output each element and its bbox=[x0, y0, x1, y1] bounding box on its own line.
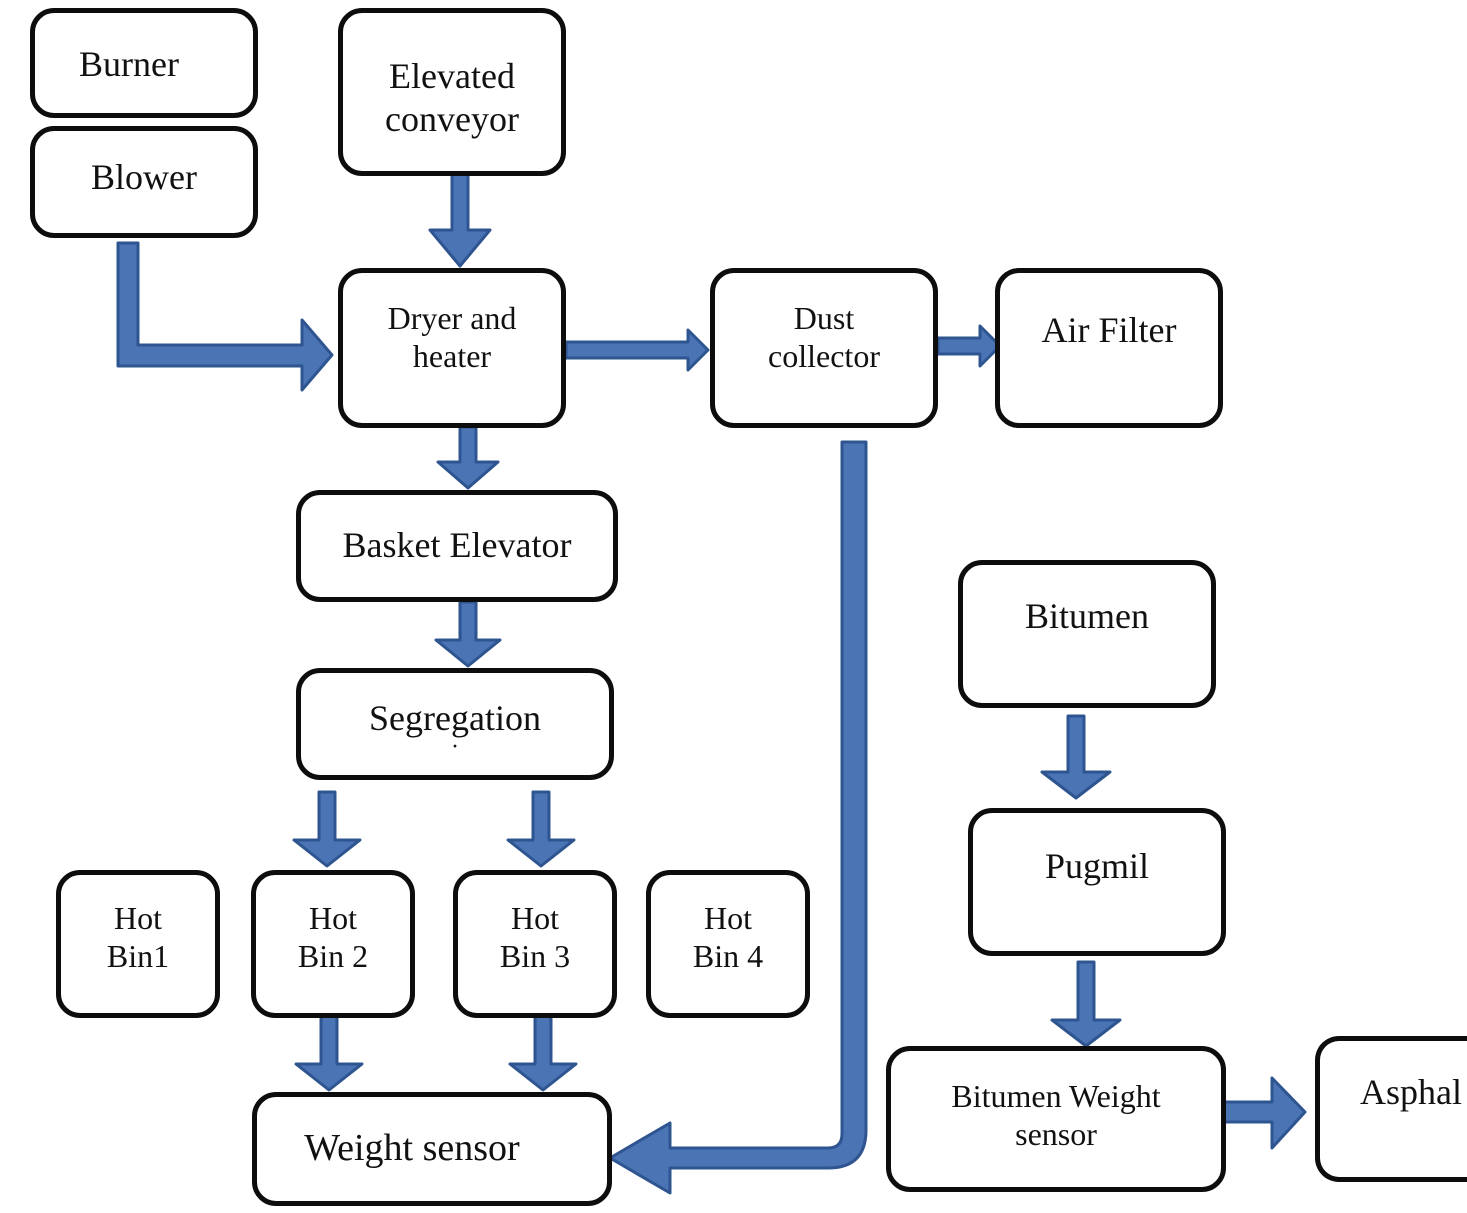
arrow-bin-3-to-weight-sensor bbox=[508, 1014, 578, 1092]
bitumen-node: Bitumen bbox=[958, 560, 1216, 708]
burner-label: Burner bbox=[79, 44, 179, 84]
dust-collector-label: Dust collector bbox=[768, 300, 880, 375]
hot-bin-4-label: Hot Bin 4 bbox=[692, 900, 764, 975]
arrow-segregation-to-bin-3 bbox=[506, 790, 576, 868]
asphalt-label: Asphal bbox=[1360, 1072, 1462, 1112]
arrow-bitumen-to-pugmil bbox=[1040, 714, 1112, 800]
blower-node: Blower bbox=[30, 126, 258, 238]
arrow-segregation-to-bin-2 bbox=[292, 790, 362, 868]
arrow-dryer-to-dust-collector bbox=[564, 328, 710, 372]
dryer-heater-node: Dryer and heater bbox=[338, 268, 566, 428]
arrow-dust-collector-to-weight-sensor bbox=[608, 440, 868, 1195]
arrow-basket-to-segregation bbox=[434, 600, 502, 668]
pugmil-node: Pugmil bbox=[968, 808, 1226, 956]
hot-bin-3-label: Hot Bin 3 bbox=[499, 900, 571, 975]
bitumen-label: Bitumen bbox=[1025, 596, 1149, 636]
hot-bin-1-node: Hot Bin1 bbox=[56, 870, 220, 1018]
segregation-label: Segregation bbox=[369, 698, 541, 738]
asphalt-node: Asphal bbox=[1315, 1036, 1467, 1182]
arrow-blower-to-dryer bbox=[116, 241, 334, 392]
arrow-pugmil-to-bitumen-weight-sensor bbox=[1050, 960, 1122, 1048]
bitumen-weight-sensor-node: Bitumen Weight sensor bbox=[886, 1046, 1226, 1192]
elevated-conveyor-node: Elevated conveyor bbox=[338, 8, 566, 176]
burner-node: Burner bbox=[30, 8, 258, 118]
air-filter-node: Air Filter bbox=[995, 268, 1223, 428]
bitumen-weight-sensor-label: Bitumen Weight sensor bbox=[951, 1078, 1161, 1153]
dryer-heater-label: Dryer and heater bbox=[387, 300, 517, 375]
weight-sensor-label: Weight sensor bbox=[304, 1127, 520, 1170]
segregation-dot: · bbox=[450, 734, 459, 761]
hot-bin-2-label: Hot Bin 2 bbox=[297, 900, 369, 975]
dust-collector-node: Dust collector bbox=[710, 268, 938, 428]
segregation-node: Segregation · bbox=[296, 668, 614, 780]
arrow-dryer-to-basket-elevator bbox=[436, 425, 500, 490]
hot-bin-4-node: Hot Bin 4 bbox=[646, 870, 810, 1018]
hot-bin-3-node: Hot Bin 3 bbox=[453, 870, 617, 1018]
hot-bin-2-node: Hot Bin 2 bbox=[251, 870, 415, 1018]
hot-bin-1-label: Hot Bin1 bbox=[106, 900, 170, 975]
arrow-dust-collector-to-air-filter bbox=[936, 324, 1002, 368]
arrow-conveyor-to-dryer bbox=[428, 168, 492, 268]
arrow-bin-2-to-weight-sensor bbox=[294, 1014, 364, 1092]
pugmil-label: Pugmil bbox=[1044, 846, 1150, 886]
arrow-bitumen-weight-sensor-to-asphalt bbox=[1222, 1076, 1307, 1150]
blower-label: Blower bbox=[91, 157, 197, 197]
air-filter-label: Air Filter bbox=[1041, 310, 1177, 350]
basket-elevator-node: Basket Elevator bbox=[296, 490, 618, 602]
elevated-conveyor-label: Elevated conveyor bbox=[385, 56, 519, 140]
weight-sensor-node: Weight sensor bbox=[252, 1092, 612, 1206]
basket-elevator-label: Basket Elevator bbox=[342, 525, 572, 566]
